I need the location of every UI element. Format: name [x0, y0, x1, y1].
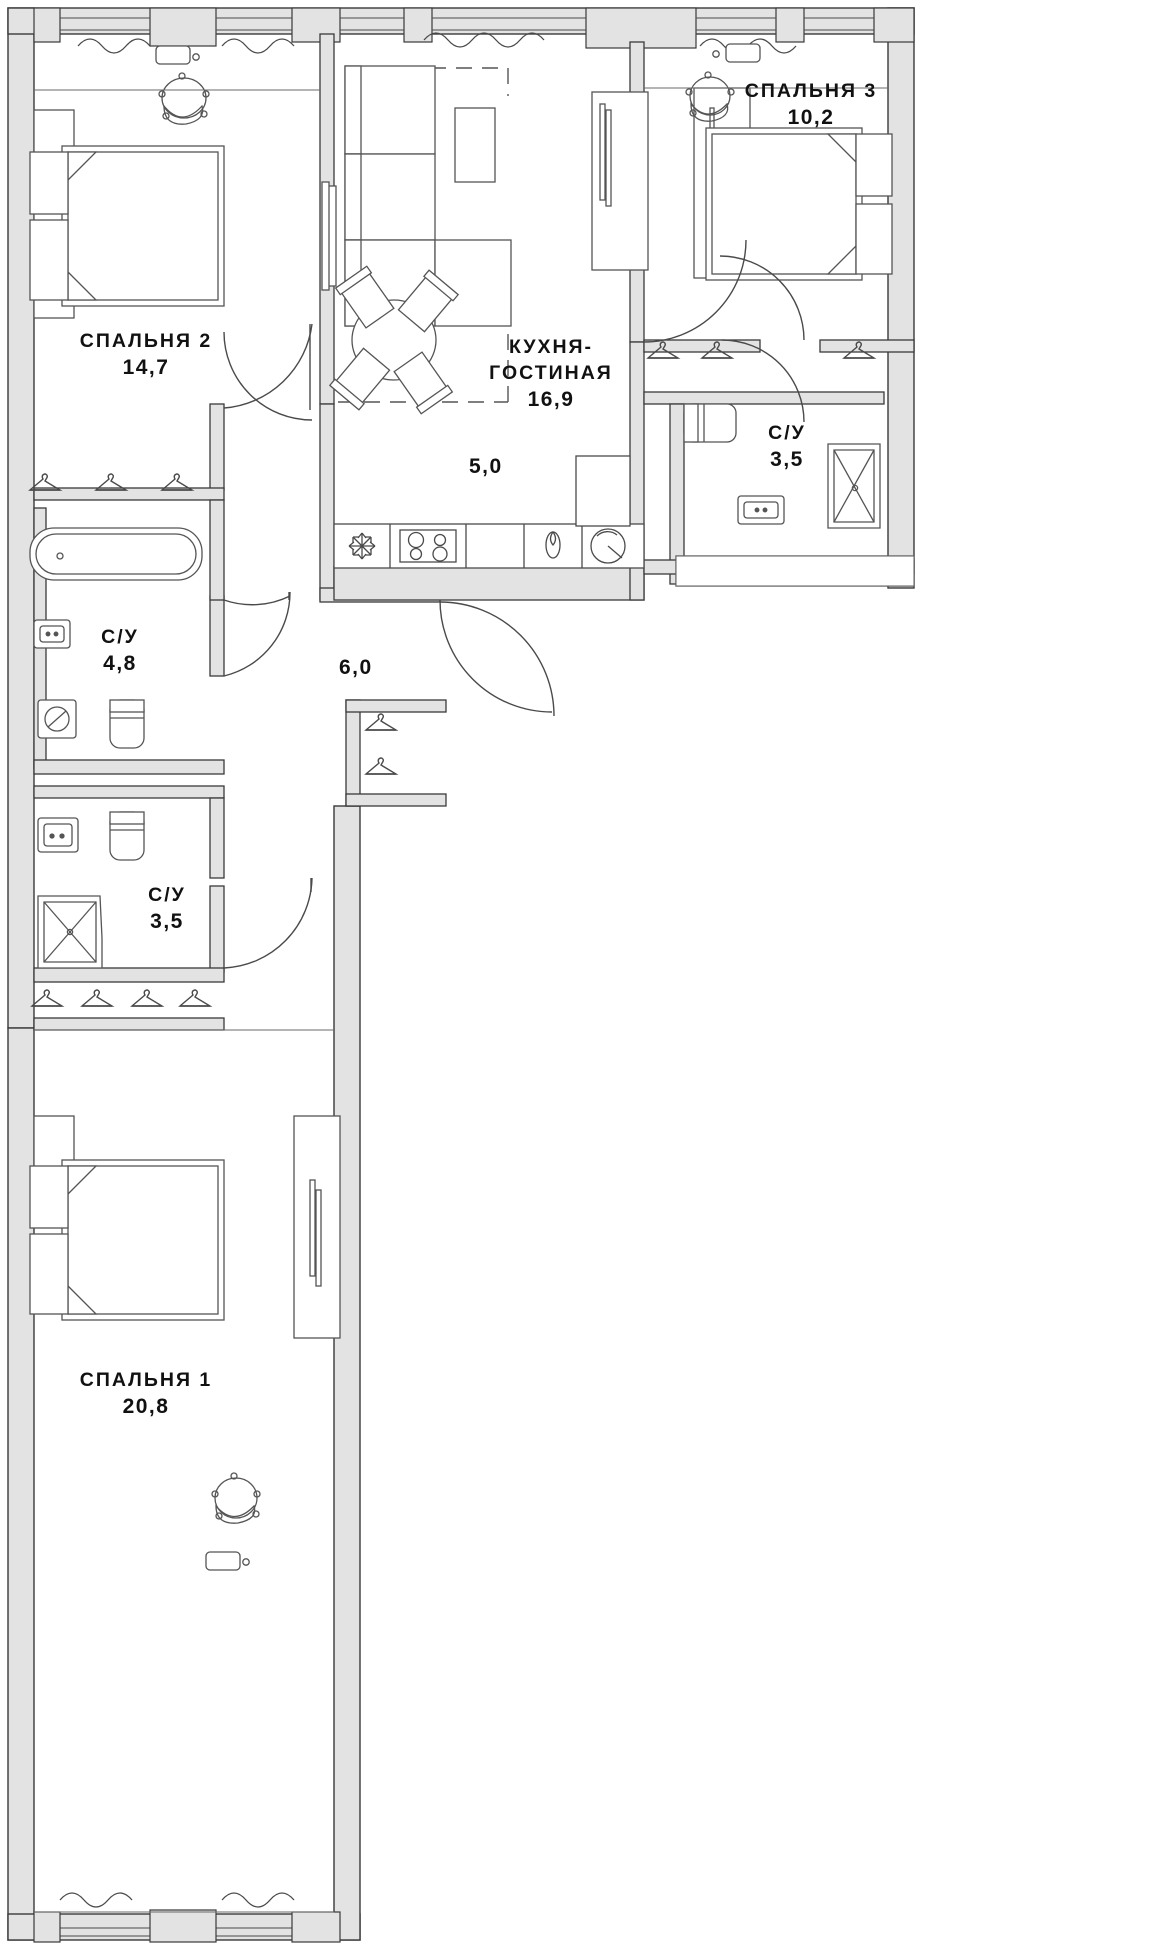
- room-area: 20,8: [122, 1395, 170, 1418]
- corner-shower-icon: [827, 443, 881, 529]
- washbasin-icon: [737, 495, 785, 525]
- room-name: СПАЛЬНЯ 3: [744, 80, 878, 102]
- room-label-bedroom2: СПАЛЬНЯ 2 14,7: [46, 328, 246, 382]
- stove-four-burner-icon: [399, 529, 457, 563]
- corner-shower-icon: [37, 895, 103, 969]
- bedroom1-outline: [34, 1029, 334, 1913]
- toilet-icon: [683, 403, 737, 443]
- bath-right-fixtures: [647, 341, 881, 529]
- window-piers: [33, 7, 915, 49]
- room-label-bath-left-bottom: С/У 3,5: [87, 882, 247, 936]
- washbasin-icon: [33, 619, 71, 649]
- kitchen-sink-icon: [545, 530, 561, 559]
- bath-left-bottom-fixtures: [31, 811, 211, 1007]
- toilet-icon: [109, 699, 145, 749]
- room-area: 4,8: [103, 652, 137, 675]
- room-name: СПАЛЬНЯ 1: [79, 1369, 213, 1391]
- room-name-line2: ГОСТИНАЯ: [489, 362, 613, 384]
- dimension-corridor-upper: 5,0: [469, 455, 503, 478]
- bedroom2-furniture: [29, 45, 225, 319]
- door-swings: [223, 239, 805, 969]
- windows: [60, 17, 874, 1937]
- room-label-bedroom3: СПАЛЬНЯ 3 10,2: [711, 78, 911, 132]
- room-name: С/У: [768, 422, 806, 444]
- kitchen-appliances: [333, 455, 645, 569]
- room-area: 14,7: [122, 356, 170, 379]
- room-area: 10,2: [787, 106, 835, 129]
- room-label-bedroom1: СПАЛЬНЯ 1 20,8: [46, 1367, 246, 1421]
- bedroom3-furniture: [591, 43, 893, 281]
- walls: [7, 7, 915, 1941]
- range-hood-icon: [590, 528, 626, 564]
- room-area: 16,9: [527, 388, 575, 411]
- inner-linework: [34, 87, 915, 587]
- room-name: С/У: [148, 884, 186, 906]
- bath-left-top-fixtures: [29, 473, 203, 749]
- hall-closet: [365, 713, 397, 775]
- room-area: 3,5: [150, 910, 184, 933]
- snowflake-icon: [348, 532, 376, 560]
- bedroom1-furniture: [29, 1115, 341, 1571]
- room-label-kitchen-living: КУХНЯ- ГОСТИНАЯ 16,9: [451, 334, 651, 414]
- room-label-bath-left-top: С/У 4,8: [40, 624, 200, 678]
- toilet-icon: [109, 811, 145, 861]
- washbasin-icon: [37, 817, 79, 853]
- living-furniture: [321, 65, 512, 415]
- room-name: С/У: [101, 626, 139, 648]
- dimension-corridor-lower: 6,0: [339, 656, 373, 679]
- room-label-bath-right: С/У 3,5: [707, 420, 867, 474]
- room-area: 3,5: [770, 448, 804, 471]
- washing-machine-icon: [37, 699, 77, 739]
- room-name: СПАЛЬНЯ 2: [79, 330, 213, 352]
- window-piers-bottom: [33, 1909, 341, 1943]
- room-name-line1: КУХНЯ-: [508, 336, 594, 358]
- bathtub-icon: [29, 527, 203, 581]
